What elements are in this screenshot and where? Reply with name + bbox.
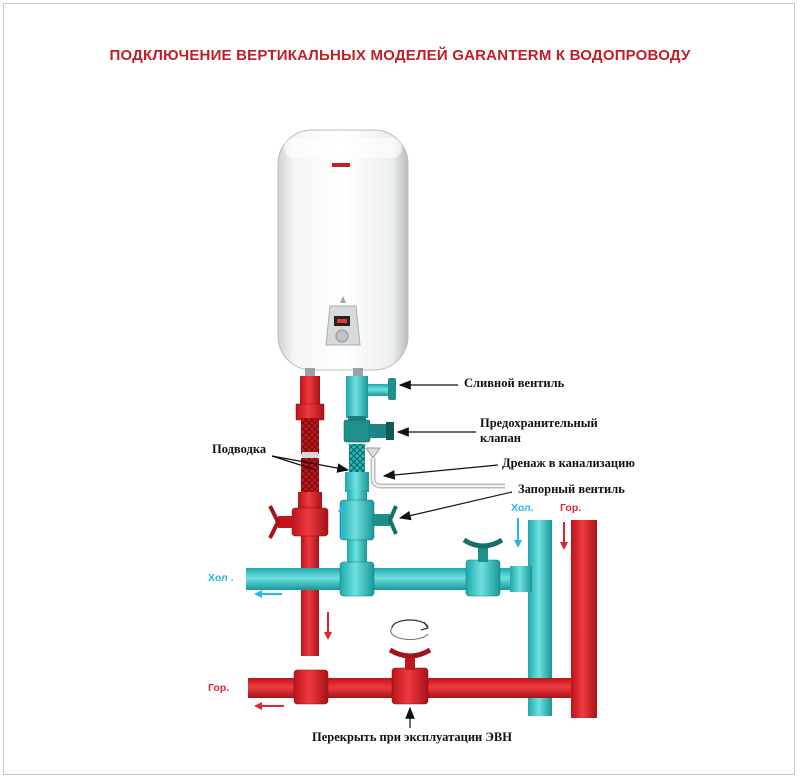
brand-logo xyxy=(332,163,350,167)
hot-left-tag: Гор. xyxy=(208,682,230,694)
flow-arrows xyxy=(254,504,568,710)
cold-shutoff-valve xyxy=(339,499,398,541)
hot-flex-hose xyxy=(301,418,319,454)
drain-tube xyxy=(370,458,505,489)
cold-inlet xyxy=(353,368,363,378)
rotate-arrow-icon xyxy=(391,619,429,629)
callout-arrows xyxy=(271,380,513,728)
drainage-label: Дренаж в канализацию xyxy=(502,456,635,470)
hot-main-valve xyxy=(388,619,432,705)
cold-left-tag: Хол . xyxy=(208,572,234,584)
close-note-label: Перекрыть при эксплуатации ЭВН xyxy=(312,730,512,744)
hot-right-tag: Гор. xyxy=(560,502,582,514)
supply-label: Подводка xyxy=(212,442,267,456)
control-panel xyxy=(325,296,361,346)
drain-valve xyxy=(368,378,396,400)
cold-right-tag: Хол. xyxy=(511,502,534,514)
safety-valve-label-line2: клапан xyxy=(480,431,521,445)
diagram-title: ПОДКЛЮЧЕНИЕ ВЕРТИКАЛЬНЫХ МОДЕЛЕЙ GARANTE… xyxy=(109,47,691,64)
cold-main-valve xyxy=(462,537,504,597)
shutoff-valve-label: Запорный вентиль xyxy=(518,482,625,496)
hot-shutoff-valve xyxy=(268,505,329,539)
cold-flex-hose xyxy=(349,444,365,474)
drain-valve-label: Сливной вентиль xyxy=(464,376,565,390)
hot-outlet xyxy=(305,368,315,378)
safety-valve xyxy=(343,419,394,459)
water-heater xyxy=(277,129,409,371)
image-frame xyxy=(3,3,795,775)
cold-flow-arrow-icon xyxy=(338,504,346,512)
safety-valve-label-line1: Предохранительный xyxy=(480,416,598,430)
hot-flow-arrow-icon xyxy=(324,632,332,640)
